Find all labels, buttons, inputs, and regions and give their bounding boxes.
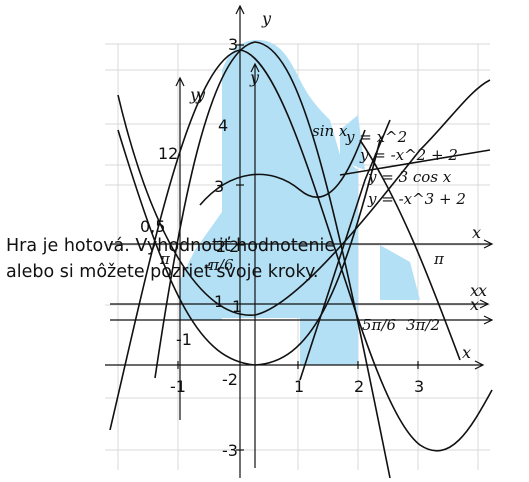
- pi-label: π: [433, 250, 445, 268]
- x-tick-label: 1: [294, 377, 304, 396]
- function-label: y = -x^3 + 2: [367, 190, 466, 208]
- pi-label: 5π/6: [362, 316, 396, 334]
- x-tick-label: 2: [354, 377, 364, 396]
- x-tick-label: 3: [414, 377, 424, 396]
- curve-cosine: [109, 49, 493, 452]
- y-tick-label: 2: [216, 237, 226, 256]
- pi-label: 3π/2: [406, 316, 440, 334]
- curve-line: [339, 149, 491, 176]
- shaded-region-right-top: [300, 80, 330, 160]
- curve-parabola-down: [154, 41, 391, 479]
- x-axis-label: x: [470, 295, 479, 314]
- x-axis-label: x: [462, 343, 471, 362]
- y-tick-label: -1: [176, 330, 192, 349]
- function-label: y = 3 cos x: [367, 168, 452, 186]
- x-axis-label: x: [472, 223, 481, 242]
- y-tick-label: -2: [222, 370, 238, 389]
- x-tick-label: -1: [170, 377, 186, 396]
- curve-parabola-up: [117, 129, 381, 366]
- curve-steep: [299, 119, 391, 381]
- x-axis-label: x: [470, 281, 479, 300]
- function-label: y = x^2: [345, 128, 407, 146]
- y-tick-label: 3: [228, 35, 238, 54]
- y-tick-label: 2: [229, 237, 239, 256]
- axes: [105, 4, 494, 478]
- y-tick-label: 1: [232, 297, 242, 316]
- x-axis-label: x: [478, 281, 487, 300]
- y-tick-label: 3: [214, 177, 224, 196]
- curve-right: [359, 139, 461, 361]
- shaded-region-parabola: [222, 40, 300, 318]
- curve-cubic: [117, 79, 491, 316]
- y-tick-label: 1: [214, 292, 224, 311]
- pi-label: π: [159, 250, 171, 268]
- pi-label: -π/6: [204, 256, 234, 274]
- y-axis-label: y: [249, 68, 260, 87]
- y-axis-label: y: [195, 85, 206, 104]
- y-tick-label: 12: [158, 144, 178, 163]
- function-label: y = -x^2 + 2: [359, 146, 458, 164]
- curve-sine: [199, 129, 366, 206]
- y-axis-label: y: [189, 85, 200, 104]
- y-tick-label: 4: [218, 116, 228, 135]
- function-label: sin x: [312, 122, 348, 140]
- y-tick-label: -3: [222, 441, 238, 460]
- y-tick-label: 0,5: [140, 217, 165, 236]
- shaded-region-under-sin: [340, 115, 365, 170]
- y-axis-label: y: [261, 9, 272, 28]
- shaded-region-right: [380, 245, 420, 300]
- shaded-region-left: [180, 100, 222, 320]
- function-curves: [109, 41, 493, 479]
